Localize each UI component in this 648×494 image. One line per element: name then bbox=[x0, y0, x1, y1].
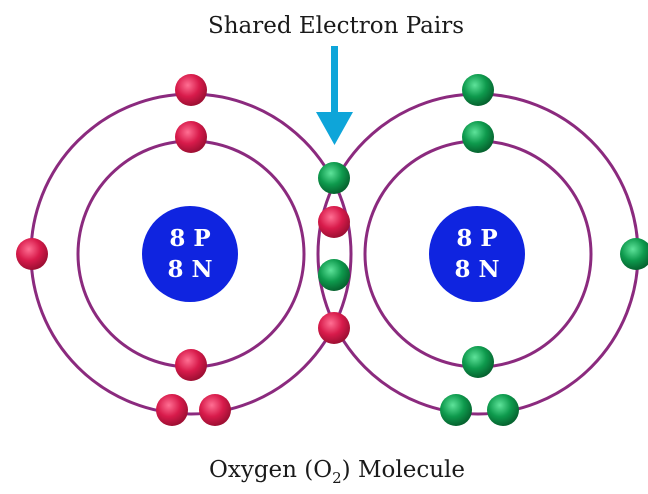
red-electron bbox=[199, 394, 231, 426]
right-electrons bbox=[318, 74, 648, 426]
caption-suffix: ) Molecule bbox=[342, 457, 465, 483]
green-electron bbox=[462, 74, 494, 106]
right-nucleus: 8 P 8 N bbox=[429, 206, 525, 302]
right-nucleus-neutrons: 8 N bbox=[454, 256, 499, 283]
green-electron bbox=[487, 394, 519, 426]
left-nucleus: 8 P 8 N bbox=[142, 206, 238, 302]
green-electron bbox=[440, 394, 472, 426]
caption-subscript: 2 bbox=[332, 469, 342, 487]
green-electron bbox=[462, 346, 494, 378]
molecule-caption: Oxygen (O2) Molecule bbox=[209, 457, 465, 487]
red-electron bbox=[318, 312, 350, 344]
right-nucleus-protons: 8 P bbox=[456, 225, 497, 252]
red-electron bbox=[175, 349, 207, 381]
green-electron bbox=[620, 238, 648, 270]
green-electron bbox=[462, 121, 494, 153]
green-electron bbox=[318, 162, 350, 194]
red-electron bbox=[175, 74, 207, 106]
left-electrons bbox=[16, 74, 350, 426]
left-nucleus-protons: 8 P bbox=[169, 225, 210, 252]
left-nucleus-neutrons: 8 N bbox=[167, 256, 212, 283]
shared-electron-pairs-label: Shared Electron Pairs bbox=[208, 13, 464, 39]
red-electron bbox=[175, 121, 207, 153]
green-electron bbox=[318, 259, 350, 291]
red-electron bbox=[318, 206, 350, 238]
red-electron bbox=[156, 394, 188, 426]
red-electron bbox=[16, 238, 48, 270]
shared-pair-arrow bbox=[316, 46, 353, 145]
caption-prefix: Oxygen (O bbox=[209, 457, 332, 483]
